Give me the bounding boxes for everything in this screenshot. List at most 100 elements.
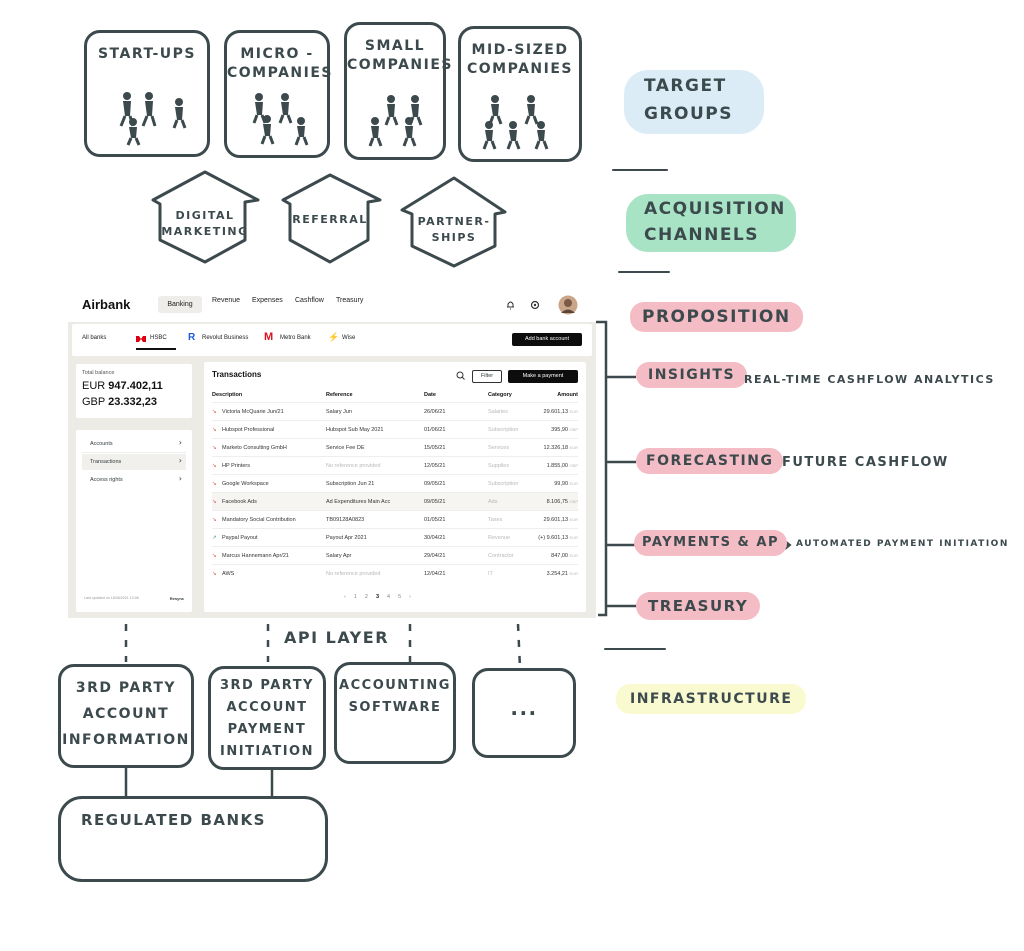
bank-tab-wise[interactable]: Wise — [342, 335, 356, 341]
target-group-small: SMALL COMPANIES — [344, 22, 452, 160]
menu-item-accounts[interactable]: Accounts › — [82, 436, 186, 453]
row-category: Subscription — [488, 427, 519, 433]
pagination: ‹ 1 2 3 4 5 › — [344, 594, 419, 600]
direction-arrow-icon: ↘ — [212, 463, 217, 469]
channel-label: PARTNER- SHIPS — [417, 215, 491, 244]
menu-item-access-rights[interactable]: Access rights › — [82, 472, 186, 488]
balance-card: Total balance EUR 947.402,11 GBP 23.332,… — [76, 364, 192, 418]
infra-payment-initiation: 3RD PARTY ACCOUNT PAYMENT INITIATION — [208, 666, 326, 770]
row-date: 01/05/21 — [424, 517, 446, 523]
page-link[interactable]: 2 — [364, 594, 368, 600]
row-currency: EUR — [569, 481, 578, 486]
regulated-banks-box: REGULATED BANKS — [58, 796, 328, 882]
row-category: Subscription — [488, 481, 519, 487]
row-description: Facebook Ads — [222, 499, 257, 505]
row-date: 09/05/21 — [424, 499, 446, 505]
transactions-panel: Transactions Filter Make a payment Descr… — [204, 362, 586, 612]
menu-item-transactions[interactable]: Transactions › — [82, 454, 186, 470]
column-header: Description — [212, 392, 243, 398]
row-description: Google Workspace — [222, 481, 269, 487]
direction-arrow-icon: ↘ — [212, 427, 217, 433]
channel-referral: REFERRAL — [288, 168, 372, 264]
bank-tab-hsbc[interactable]: HSBC — [150, 335, 167, 341]
divider — [618, 271, 670, 273]
target-group-micro: MICRO - COMPANIES — [224, 30, 333, 158]
filter-button[interactable]: Filter — [472, 370, 502, 383]
channel-label: REFERRAL — [292, 213, 368, 226]
row-amount: 8.106,75 — [546, 499, 568, 505]
settings-icon[interactable] — [530, 300, 540, 310]
chevron-right-icon: › — [178, 474, 182, 483]
row-description: Mandatory Social Contribution — [222, 517, 296, 523]
row-description: Marcus Hannemann Apr/21 — [222, 553, 289, 559]
people-icon — [368, 95, 423, 147]
bank-tab-metro[interactable]: Metro Bank — [280, 335, 311, 341]
revolut-icon: R — [188, 332, 196, 343]
row-reference: Payout Apr 2021 — [326, 535, 367, 541]
row-date: 15/05/21 — [424, 445, 446, 451]
row-amount: 12.326,18 — [543, 445, 568, 451]
insights-note: REAL-TIME CASHFLOW ANALYTICS — [744, 373, 995, 386]
nav-revenue[interactable]: Revenue — [212, 297, 241, 304]
row-category: IT — [488, 571, 493, 577]
app-brand: Airbank — [82, 297, 131, 312]
avatar[interactable] — [558, 295, 578, 315]
row-date: 26/06/21 — [424, 409, 446, 415]
row-currency: GBP — [569, 463, 578, 468]
payments-note: AUTOMATED PAYMENT INITIATION — [796, 539, 1009, 549]
nav-banking[interactable]: Banking — [158, 296, 202, 313]
nav-expenses[interactable]: Expenses — [252, 297, 283, 304]
row-currency: EUR — [569, 553, 578, 558]
row-reference: No reference provided — [326, 463, 381, 469]
page-link[interactable]: › — [409, 594, 411, 600]
row-category: Salaries — [488, 409, 508, 415]
row-amount: 395,90 — [551, 427, 568, 433]
row-description: Hubspot Professional — [222, 427, 275, 433]
page-link[interactable]: 1 — [353, 594, 357, 600]
row-description: Victoria McQuarie Jun/21 — [222, 409, 284, 415]
make-payment-button[interactable]: Make a payment — [508, 370, 578, 383]
resync-link[interactable]: Resync — [169, 596, 184, 601]
column-header: Category — [488, 392, 512, 398]
row-currency: EUR — [569, 571, 578, 576]
direction-arrow-icon: ↘ — [212, 409, 217, 415]
search-icon[interactable] — [456, 371, 465, 380]
balance-gbp-value: 23.332,23 — [108, 396, 158, 408]
divider — [612, 169, 668, 171]
bank-tabs: All banks HSBC R Revolut Business M Metr… — [72, 324, 592, 356]
page-link[interactable]: 3 — [375, 594, 380, 600]
people-icon — [252, 93, 309, 146]
people-icon — [119, 92, 187, 146]
row-description: AWS — [222, 571, 235, 577]
direction-arrow-icon: ↘ — [212, 481, 217, 487]
direction-arrow-icon: ↘ — [212, 571, 217, 577]
bank-tab-all[interactable]: All banks — [82, 335, 107, 341]
wise-icon: ⚡ — [328, 332, 340, 342]
row-reference: Salary Apr — [326, 553, 352, 559]
bell-icon[interactable] — [506, 300, 515, 310]
chevron-right-icon: › — [178, 456, 182, 465]
row-category: Services — [488, 445, 510, 451]
target-group-label: MICRO - COMPANIES — [227, 46, 333, 81]
row-reference: TB09128A0823 — [326, 517, 365, 523]
nav-cashflow[interactable]: Cashflow — [295, 297, 324, 304]
page-link[interactable]: 5 — [398, 594, 402, 600]
page-link[interactable]: ‹ — [344, 594, 346, 600]
infra-account-information: 3RD PARTY ACCOUNT INFORMATION — [58, 664, 194, 768]
bank-tab-revolut[interactable]: Revolut Business — [202, 335, 249, 341]
row-reference: Subscription Jun 21 — [326, 481, 375, 487]
page-link[interactable]: 4 — [387, 594, 391, 600]
nav-treasury[interactable]: Treasury — [336, 297, 364, 304]
channel-partnerships: PARTNER- SHIPS — [412, 176, 496, 272]
add-bank-account-button[interactable]: Add bank account — [512, 333, 582, 346]
